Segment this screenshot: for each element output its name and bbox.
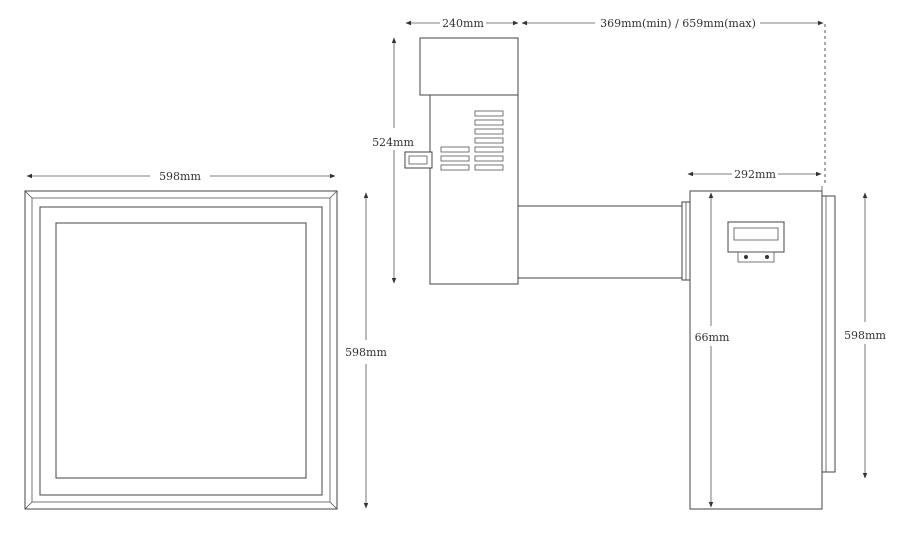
dim-label-top-width: 240mm (442, 17, 484, 30)
dim-label-side-depth: 292mm (734, 168, 776, 181)
dim-label-side-inner: 66mm (695, 331, 730, 344)
top-hood (419, 37, 519, 96)
dim-front-width: 598mm (26, 170, 336, 183)
dim-extension: 369mm(min) / 659mm(max) (521, 17, 824, 30)
dim-label-front-width: 598mm (159, 170, 201, 183)
top-body (429, 94, 519, 285)
dim-side-inner: 66mm (695, 192, 730, 508)
dim-top-height: 524mm (372, 37, 414, 284)
top-unit (404, 37, 519, 285)
front-panel-outer (24, 190, 338, 510)
dim-label-side-height: 598mm (844, 329, 886, 342)
dim-label-front-height: 598mm (345, 346, 387, 359)
front-panel-bevel (31, 197, 331, 503)
dim-side-depth: 292mm (687, 168, 822, 181)
dim-top-width: 240mm (405, 17, 519, 30)
side-box-flange (821, 195, 836, 473)
front-panel-screen (55, 222, 307, 479)
front-view (24, 190, 338, 510)
vent-slots (440, 110, 504, 171)
dim-front-height: 598mm (345, 192, 387, 509)
duct-pipe (517, 205, 685, 279)
dim-side-height: 598mm (844, 192, 886, 479)
duct (517, 201, 692, 281)
front-panel-frame (39, 206, 323, 496)
dim-label-extension: 369mm(min) / 659mm(max) (600, 17, 756, 30)
dim-label-top-height: 524mm (372, 136, 414, 149)
side-box (689, 186, 836, 510)
control-box (727, 221, 785, 253)
